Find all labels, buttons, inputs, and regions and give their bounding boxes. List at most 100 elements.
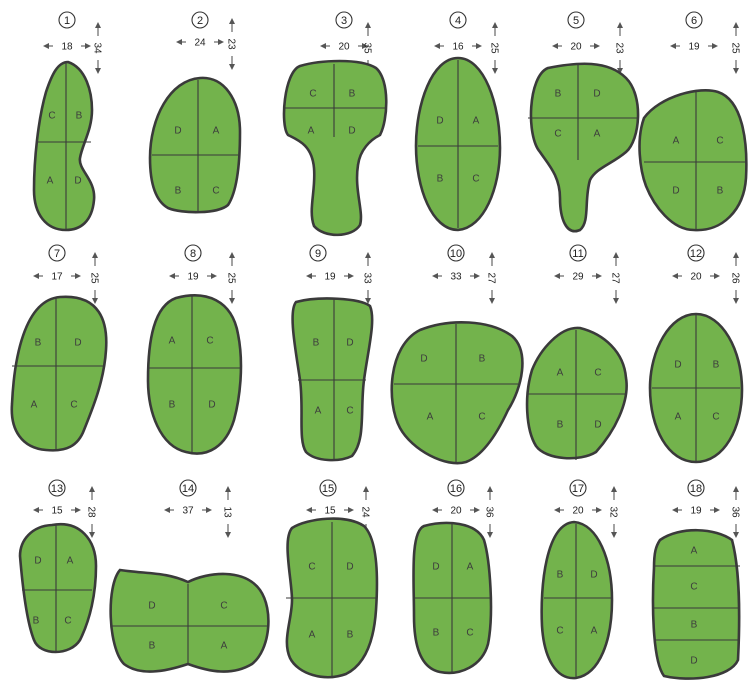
width-value: 20	[572, 506, 584, 517]
arrowhead-icon	[33, 507, 39, 513]
arrowhead-icon	[169, 273, 175, 279]
arrowhead-icon	[476, 43, 482, 49]
specimen-10: 103327DBAC	[392, 245, 523, 463]
arrowhead-icon	[229, 64, 235, 70]
height-value: 36	[484, 506, 495, 518]
height-value: 25	[489, 42, 500, 54]
arrowhead-icon	[164, 507, 170, 513]
section-label: D	[174, 126, 181, 137]
section-label: A	[591, 626, 598, 637]
section-label: C	[206, 336, 213, 347]
section-label: B	[76, 111, 83, 122]
height-value: 23	[226, 38, 237, 50]
arrowhead-icon	[554, 507, 560, 513]
arrowhead-icon	[672, 273, 678, 279]
specimen-number: 5	[573, 15, 579, 27]
specimen-13: 131528DABC	[20, 480, 97, 652]
section-label: B	[149, 641, 156, 652]
arrowhead-icon	[487, 532, 493, 538]
specimen-number: 1	[64, 15, 70, 27]
arrowhead-icon	[596, 273, 602, 279]
section-label: C	[212, 186, 219, 197]
section-label: A	[315, 406, 322, 417]
width-value: 15	[324, 506, 336, 517]
arrowhead-icon	[487, 486, 493, 492]
specimen-number: 14	[182, 483, 194, 495]
height-value: 34	[92, 42, 103, 54]
specimen-shape	[542, 522, 612, 678]
section-label: B	[347, 630, 354, 641]
width-value: 18	[61, 42, 73, 53]
arrowhead-icon	[474, 507, 480, 513]
section-label: A	[308, 126, 315, 137]
arrowhead-icon	[613, 252, 619, 258]
specimen-11: 112927ACBD	[527, 245, 627, 460]
arrowhead-icon	[229, 18, 235, 24]
section-label: A	[427, 412, 434, 423]
section-label: C	[554, 129, 561, 140]
width-value: 29	[572, 272, 584, 283]
section-label: D	[346, 562, 353, 573]
arrowhead-icon	[85, 43, 91, 49]
height-value: 27	[486, 272, 497, 284]
arrowhead-icon	[306, 273, 312, 279]
arrowhead-icon	[211, 273, 217, 279]
section-label: B	[691, 620, 698, 631]
arrowhead-icon	[733, 298, 739, 304]
arrowhead-icon	[92, 252, 98, 258]
arrowhead-icon	[75, 507, 81, 513]
arrowhead-icon	[733, 532, 739, 538]
arrowhead-icon	[365, 22, 371, 28]
section-label: A	[309, 630, 316, 641]
arrowhead-icon	[474, 273, 480, 279]
arrowhead-icon	[434, 43, 440, 49]
arrowhead-icon	[596, 507, 602, 513]
section-label: C	[690, 582, 697, 593]
specimen-shape	[148, 295, 241, 453]
width-value: 17	[51, 272, 63, 283]
specimen-4: 41625DABC	[416, 12, 500, 230]
section-label: A	[673, 136, 680, 147]
specimen-shape	[20, 524, 96, 652]
specimen-number: 6	[691, 15, 697, 27]
specimen-16: 162036DABC	[413, 480, 494, 673]
specimen-shape	[284, 61, 386, 235]
section-label: A	[691, 546, 698, 557]
section-label: D	[348, 126, 355, 137]
specimen-number: 4	[455, 15, 461, 27]
section-label: B	[557, 570, 564, 581]
specimen-8: 81925ACBD	[148, 245, 241, 454]
section-label: B	[713, 360, 720, 371]
specimen-18: 181936ACBD	[653, 480, 740, 679]
section-label: C	[472, 174, 479, 185]
height-value: 32	[608, 506, 619, 518]
height-value: 24	[360, 506, 371, 518]
section-label: D	[74, 338, 81, 349]
specimen-1: 11834CBAD	[34, 12, 103, 230]
arrowhead-icon	[611, 486, 617, 492]
arrowhead-icon	[229, 298, 235, 304]
section-label: D	[672, 186, 679, 197]
section-label: A	[557, 368, 564, 379]
section-label: C	[308, 562, 315, 573]
arrowhead-icon	[492, 68, 498, 74]
arrowhead-icon	[672, 507, 678, 513]
section-label: B	[555, 89, 562, 100]
arrowhead-icon	[225, 532, 231, 538]
specimen-number: 12	[690, 248, 702, 260]
section-label: C	[594, 368, 601, 379]
section-label: C	[716, 136, 723, 147]
section-label: B	[33, 616, 40, 627]
section-label: D	[148, 601, 155, 612]
specimen-number: 8	[190, 248, 196, 260]
section-label: A	[594, 129, 601, 140]
section-label: A	[47, 176, 54, 187]
height-value: 25	[89, 272, 100, 284]
specimen-2: 22423DABC	[150, 12, 240, 212]
height-value: 26	[730, 272, 741, 284]
specimen-shape	[111, 570, 269, 672]
specimen-number: 18	[690, 483, 702, 495]
arrowhead-icon	[611, 532, 617, 538]
